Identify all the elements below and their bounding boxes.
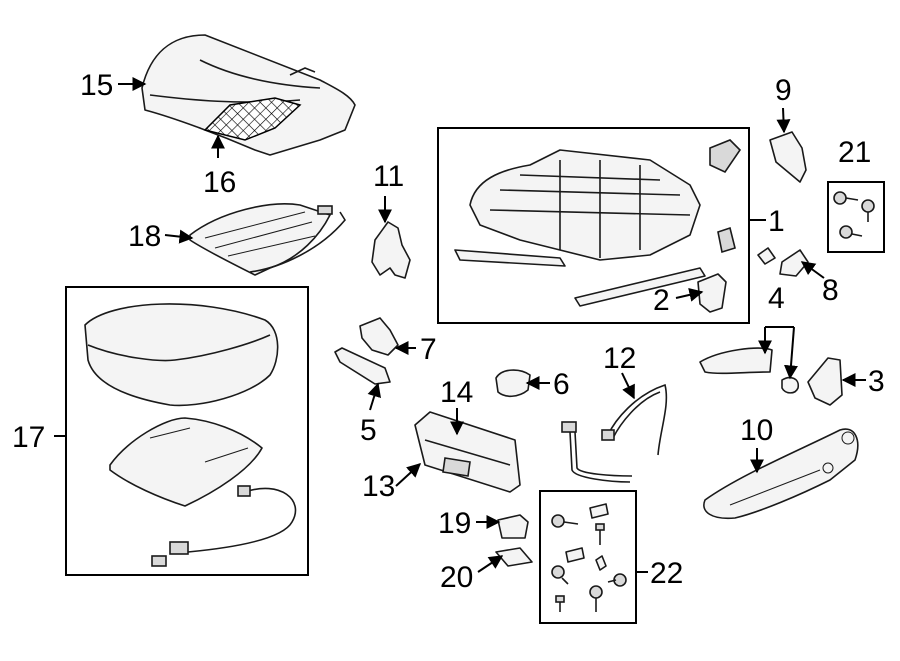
- callout-17: 17: [12, 421, 45, 454]
- callout-7: 7: [420, 333, 437, 366]
- part-6-clip: [495, 369, 531, 398]
- callout-3: 3: [868, 365, 885, 398]
- callout-10: 10: [740, 414, 773, 447]
- part-21-bolts: [833, 191, 875, 239]
- part-16-mesh-insert: [203, 97, 302, 141]
- callout-16: 16: [203, 166, 236, 199]
- part-1-seat-frame: [454, 139, 742, 307]
- part-11-bracket: [371, 221, 411, 279]
- callout-18: 18: [128, 220, 161, 253]
- part-4-trim: [699, 347, 773, 375]
- leader-lines: [54, 77, 866, 573]
- part-22-box: [539, 490, 637, 624]
- part-19-clip: [497, 514, 529, 539]
- callout-20: 20: [440, 561, 473, 594]
- part-3-cover: [807, 357, 843, 406]
- callout-9: 9: [775, 74, 792, 107]
- callout-8: 8: [822, 274, 839, 307]
- part-7-bracket: [359, 317, 399, 356]
- callout-2: 2: [653, 284, 670, 317]
- part-12-cable: [561, 383, 668, 483]
- callout-14: 14: [440, 376, 473, 409]
- part-20-pad: [495, 547, 533, 567]
- callout-5: 5: [360, 414, 377, 447]
- callout-1: 1: [768, 205, 785, 238]
- part-10-side-shield: [703, 428, 859, 520]
- callout-15: 15: [80, 69, 113, 102]
- callout-12: 12: [603, 342, 636, 375]
- part-1-frame-box: [437, 127, 750, 324]
- part-17-seat-cushion: [84, 303, 297, 567]
- part-21-box: [827, 181, 885, 253]
- callout-21: 21: [838, 136, 871, 169]
- part-2-plate: [697, 273, 727, 313]
- callout-4: 4: [768, 282, 785, 315]
- callout-22: 22: [650, 557, 683, 590]
- part-13-storage-tray: [414, 411, 521, 493]
- part-17-box: [65, 286, 309, 576]
- callout-19: 19: [438, 507, 471, 540]
- callout-11: 11: [373, 160, 404, 193]
- part-4-cap: [781, 376, 800, 394]
- callout-13: 13: [362, 470, 395, 503]
- part-22-hardware: [551, 503, 627, 612]
- callout-6: 6: [553, 368, 570, 401]
- part-8-small-clip: [757, 247, 776, 265]
- part-5-trim: [334, 347, 391, 385]
- part-18-heater-mat: [189, 203, 346, 276]
- part-9-cover: [769, 131, 807, 183]
